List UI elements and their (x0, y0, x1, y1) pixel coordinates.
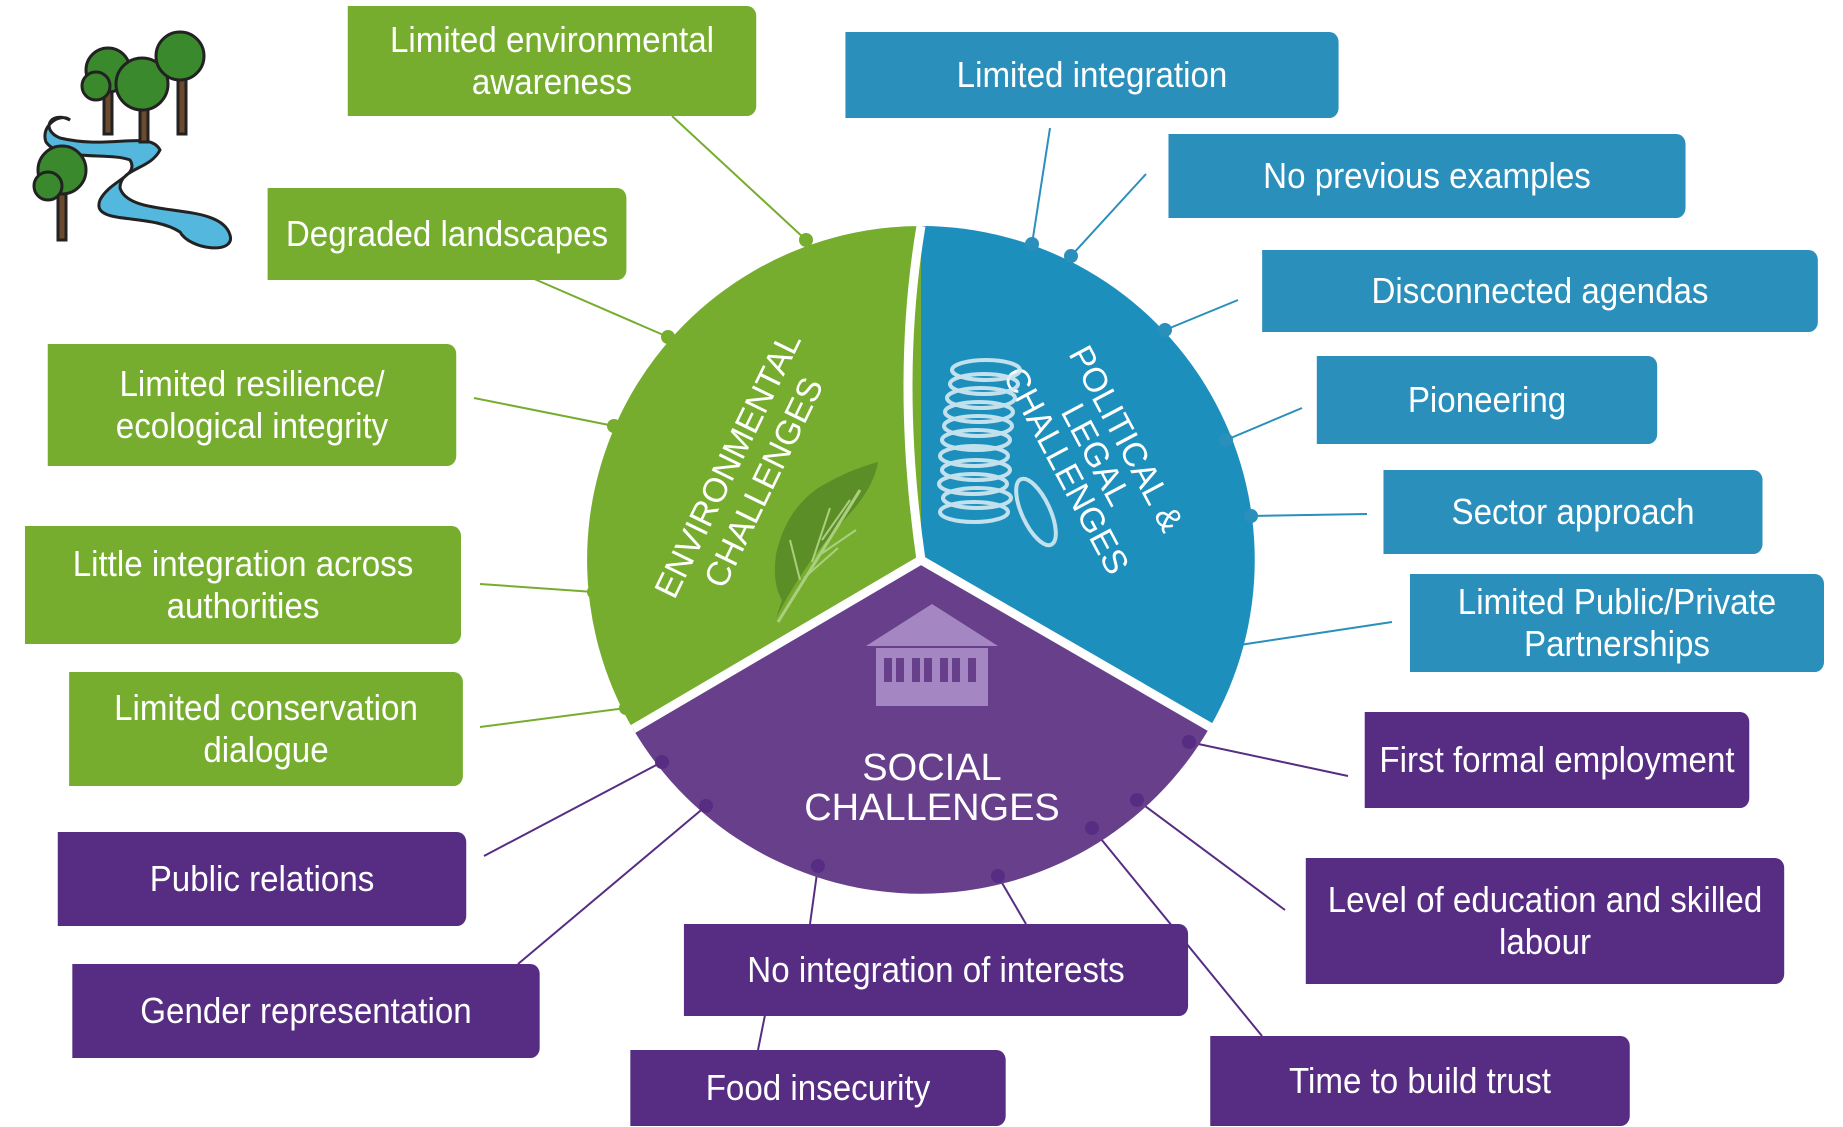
political-item: Limited Public/Private Partnerships (1410, 574, 1824, 672)
social-item: Food insecurity (630, 1050, 1006, 1126)
environmental-item: Little integration across authorities (24, 526, 462, 644)
social-item: Level of education and skilled labour (1305, 858, 1785, 984)
river-trees-icon (32, 30, 232, 250)
connector-dots (587, 233, 1258, 883)
coin-stack-icon (937, 358, 1058, 548)
challenges-pie (587, 225, 1255, 894)
political-segment (921, 226, 1255, 727)
building-icon (866, 604, 998, 706)
social-item: Time to build trust (1210, 1036, 1630, 1126)
political-item: No previous examples (1168, 134, 1686, 218)
political-item: Pioneering (1316, 356, 1658, 444)
social-item: No integration of interests (683, 924, 1189, 1016)
environmental-segment (587, 226, 921, 729)
social-segment (633, 560, 1210, 894)
environmental-item: Limited resilience/ ecological integrity (47, 344, 457, 466)
leaf-icon (774, 462, 878, 623)
environmental-item: Limited conservation dialogue (69, 672, 463, 786)
political-item: Disconnected agendas (1262, 250, 1818, 332)
environmental-item: Degraded landscapes (267, 188, 627, 280)
social-item: First formal employment (1364, 712, 1750, 808)
political-item: Sector approach (1383, 470, 1763, 554)
political-item: Limited integration (845, 32, 1339, 118)
social-item: Gender representation (72, 964, 540, 1058)
social-item: Public relations (57, 832, 467, 926)
environmental-item: Limited environmental awareness (347, 6, 757, 116)
